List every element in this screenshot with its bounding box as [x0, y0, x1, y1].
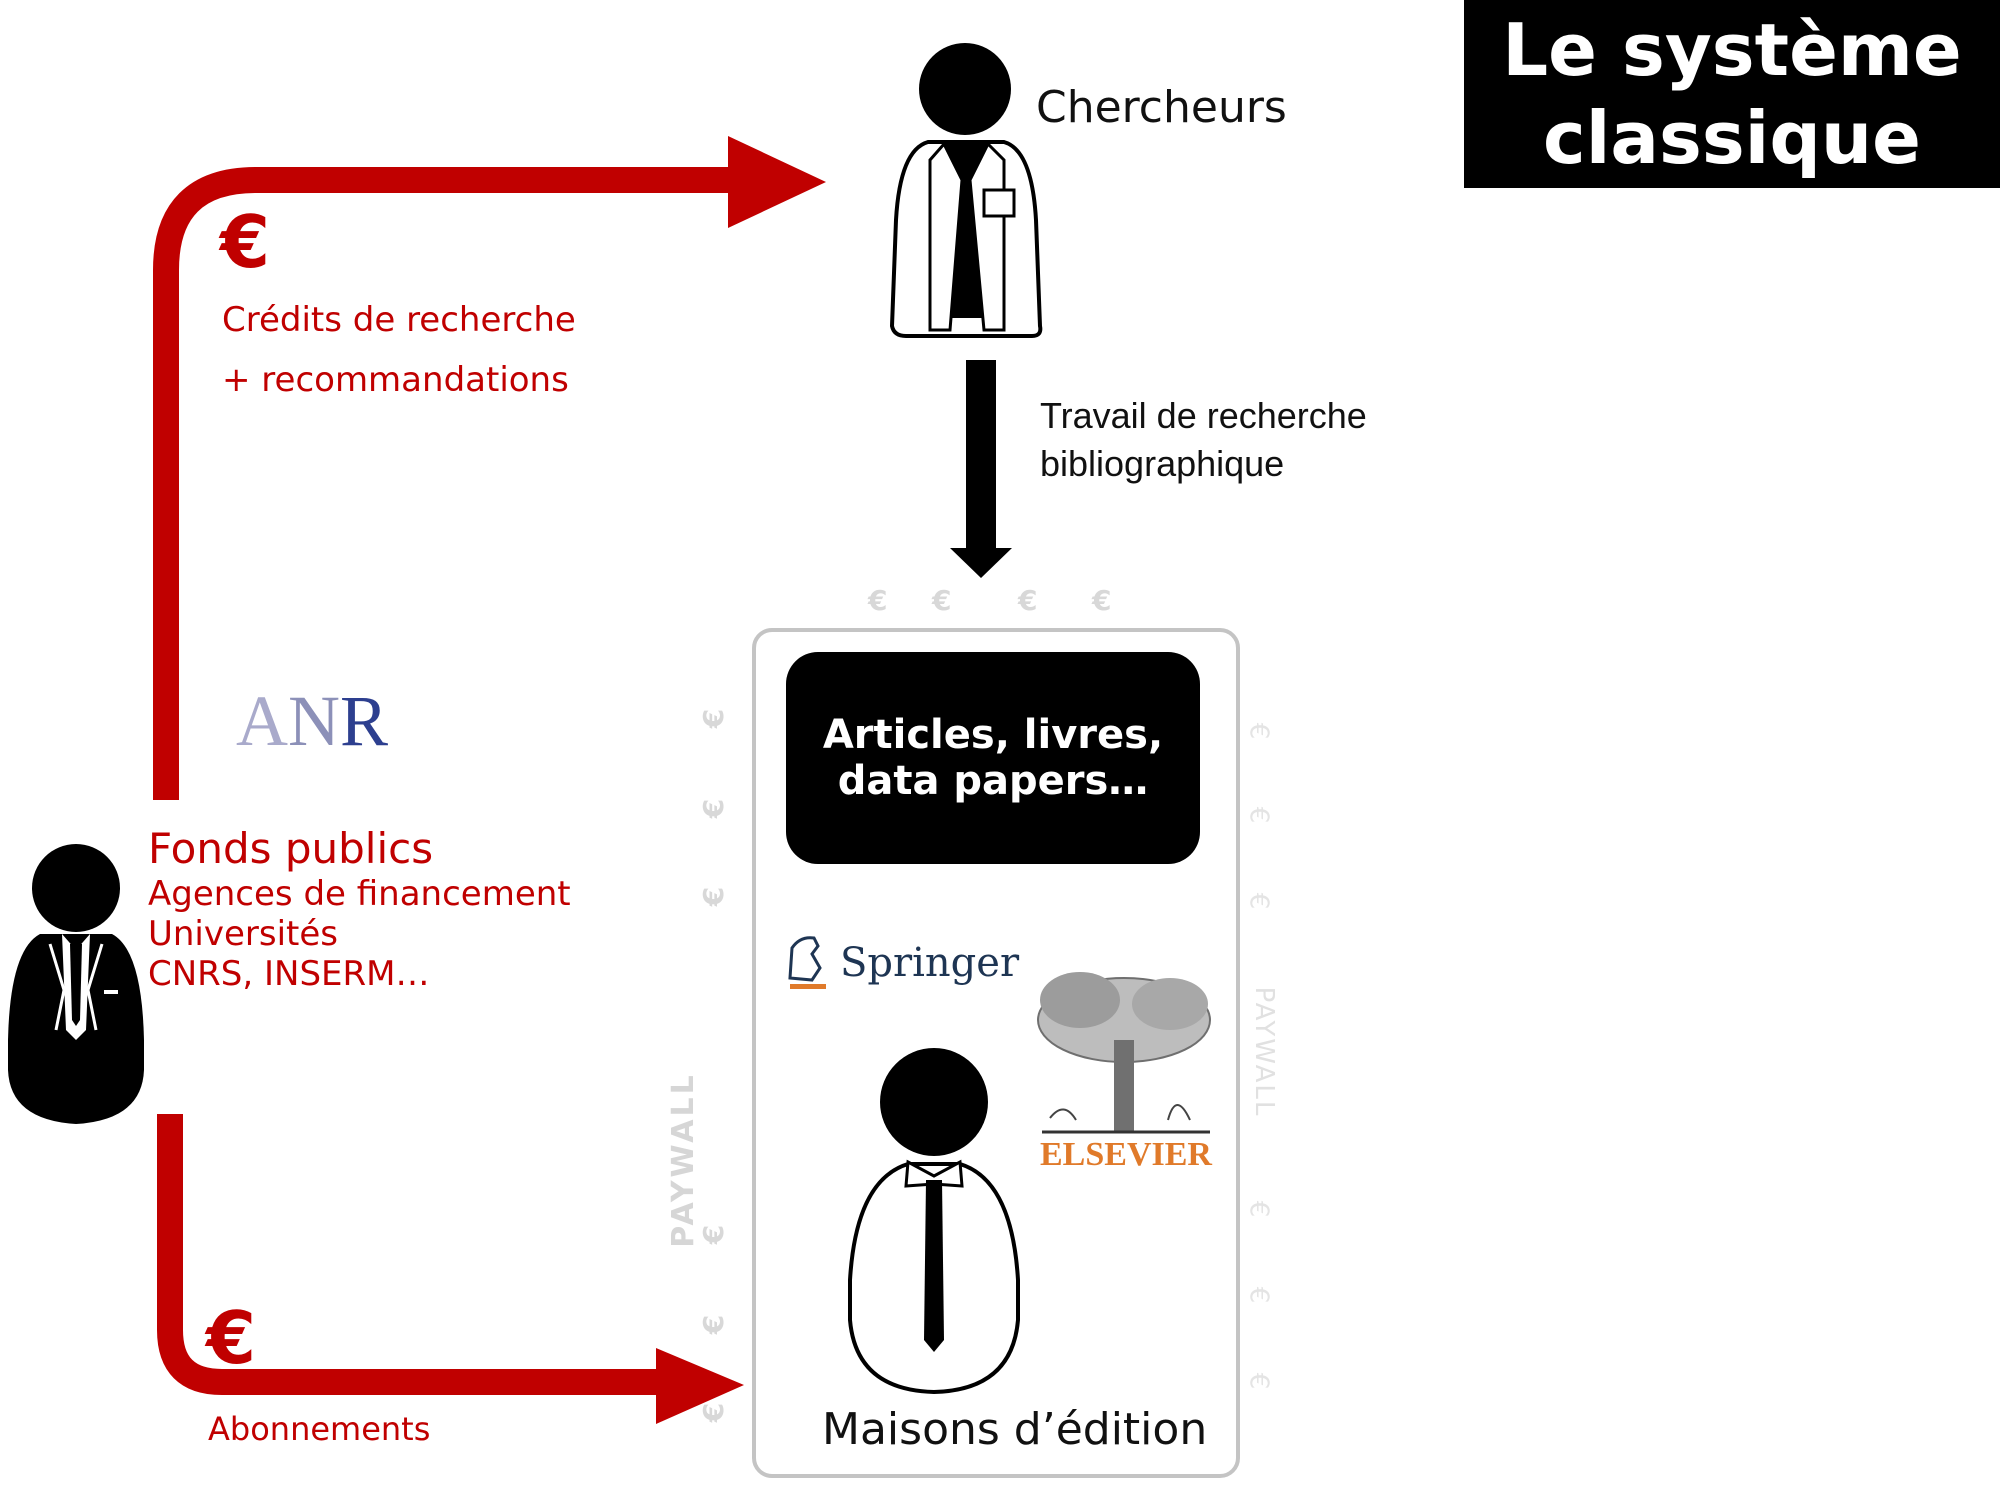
- research-arrowhead: [950, 548, 1012, 578]
- publisher-icon: [848, 1048, 1020, 1395]
- subscription-arrowhead: [656, 1348, 744, 1424]
- ghost-euro-symbol: €: [868, 584, 888, 617]
- springer-knight-icon: [788, 936, 826, 989]
- anr-letter-a: A: [236, 681, 288, 761]
- paywall-label-left: PAYWALL: [666, 1072, 701, 1248]
- ghost-euro-symbol: €: [697, 1314, 731, 1335]
- funding-label-2: + recommandations: [222, 360, 569, 400]
- ghost-euro-symbol: €: [697, 886, 731, 907]
- subscription-euro-symbol: €: [206, 1296, 257, 1380]
- anr-letter-n: N: [288, 681, 340, 761]
- ghost-euro-symbol: €: [1243, 1286, 1274, 1304]
- ghost-euro-symbol: €: [1243, 1372, 1274, 1390]
- publisher-container: [752, 628, 1240, 1478]
- public-funds-item: Agences de financement: [148, 874, 571, 914]
- title-line-1: Le système: [1502, 8, 1962, 92]
- public-funds-item: CNRS, INSERM…: [148, 954, 430, 994]
- researchers-label: Chercheurs: [1036, 82, 1287, 133]
- public-funds-item: Universités: [148, 914, 339, 954]
- funding-arrow: [153, 167, 740, 800]
- researcher-icon: [889, 43, 1043, 338]
- funding-euro-symbol: €: [220, 200, 271, 284]
- subscription-label: Abonnements: [208, 1410, 431, 1448]
- springer-logo-text: Springer: [840, 940, 1020, 986]
- elsevier-tree-icon: [1037, 972, 1211, 1134]
- subscription-arrow: [157, 1114, 680, 1395]
- anr-logo: ANR: [236, 680, 388, 763]
- public-funds-heading: Fonds publics: [148, 824, 434, 873]
- publications-line-1: Articles, livres,: [822, 712, 1164, 758]
- ghost-euro-symbol: €: [1092, 584, 1112, 617]
- title-box: Le système classique: [1464, 0, 2000, 188]
- paywall-label-right: PAYWALL: [1249, 986, 1279, 1118]
- ghost-euro-symbol: €: [932, 584, 952, 617]
- ghost-euro-symbol: €: [1018, 584, 1038, 617]
- research-arrow-shaft: [966, 360, 996, 552]
- ghost-euro-symbol: €: [1243, 722, 1274, 740]
- funding-label-1: Crédits de recherche: [222, 300, 576, 340]
- publishers-label: Maisons d’édition: [822, 1404, 1208, 1455]
- title-line-2: classique: [1543, 96, 1921, 180]
- ghost-euro-symbol: €: [1243, 806, 1274, 824]
- anr-letter-r: R: [340, 681, 389, 761]
- funding-arrowhead: [728, 136, 826, 228]
- elsevier-logo-text: ELSEVIER: [1040, 1136, 1212, 1173]
- research-work-line-1: Travail de recherche: [1040, 395, 1367, 436]
- research-work-label: Travail de recherche bibliographique: [1040, 392, 1367, 488]
- publications-box: Articles, livres, data papers…: [786, 652, 1200, 864]
- official-icon: [8, 844, 144, 1124]
- ghost-euro-symbol: €: [697, 708, 731, 729]
- ghost-euro-symbol: €: [1243, 892, 1274, 910]
- research-work-line-2: bibliographique: [1040, 443, 1285, 484]
- ghost-euro-symbol: €: [697, 1224, 731, 1245]
- ghost-euro-symbol: €: [1243, 1200, 1274, 1218]
- publications-line-2: data papers…: [837, 758, 1149, 804]
- ghost-euro-symbol: €: [697, 798, 731, 819]
- ghost-euro-symbol: €: [697, 1402, 731, 1423]
